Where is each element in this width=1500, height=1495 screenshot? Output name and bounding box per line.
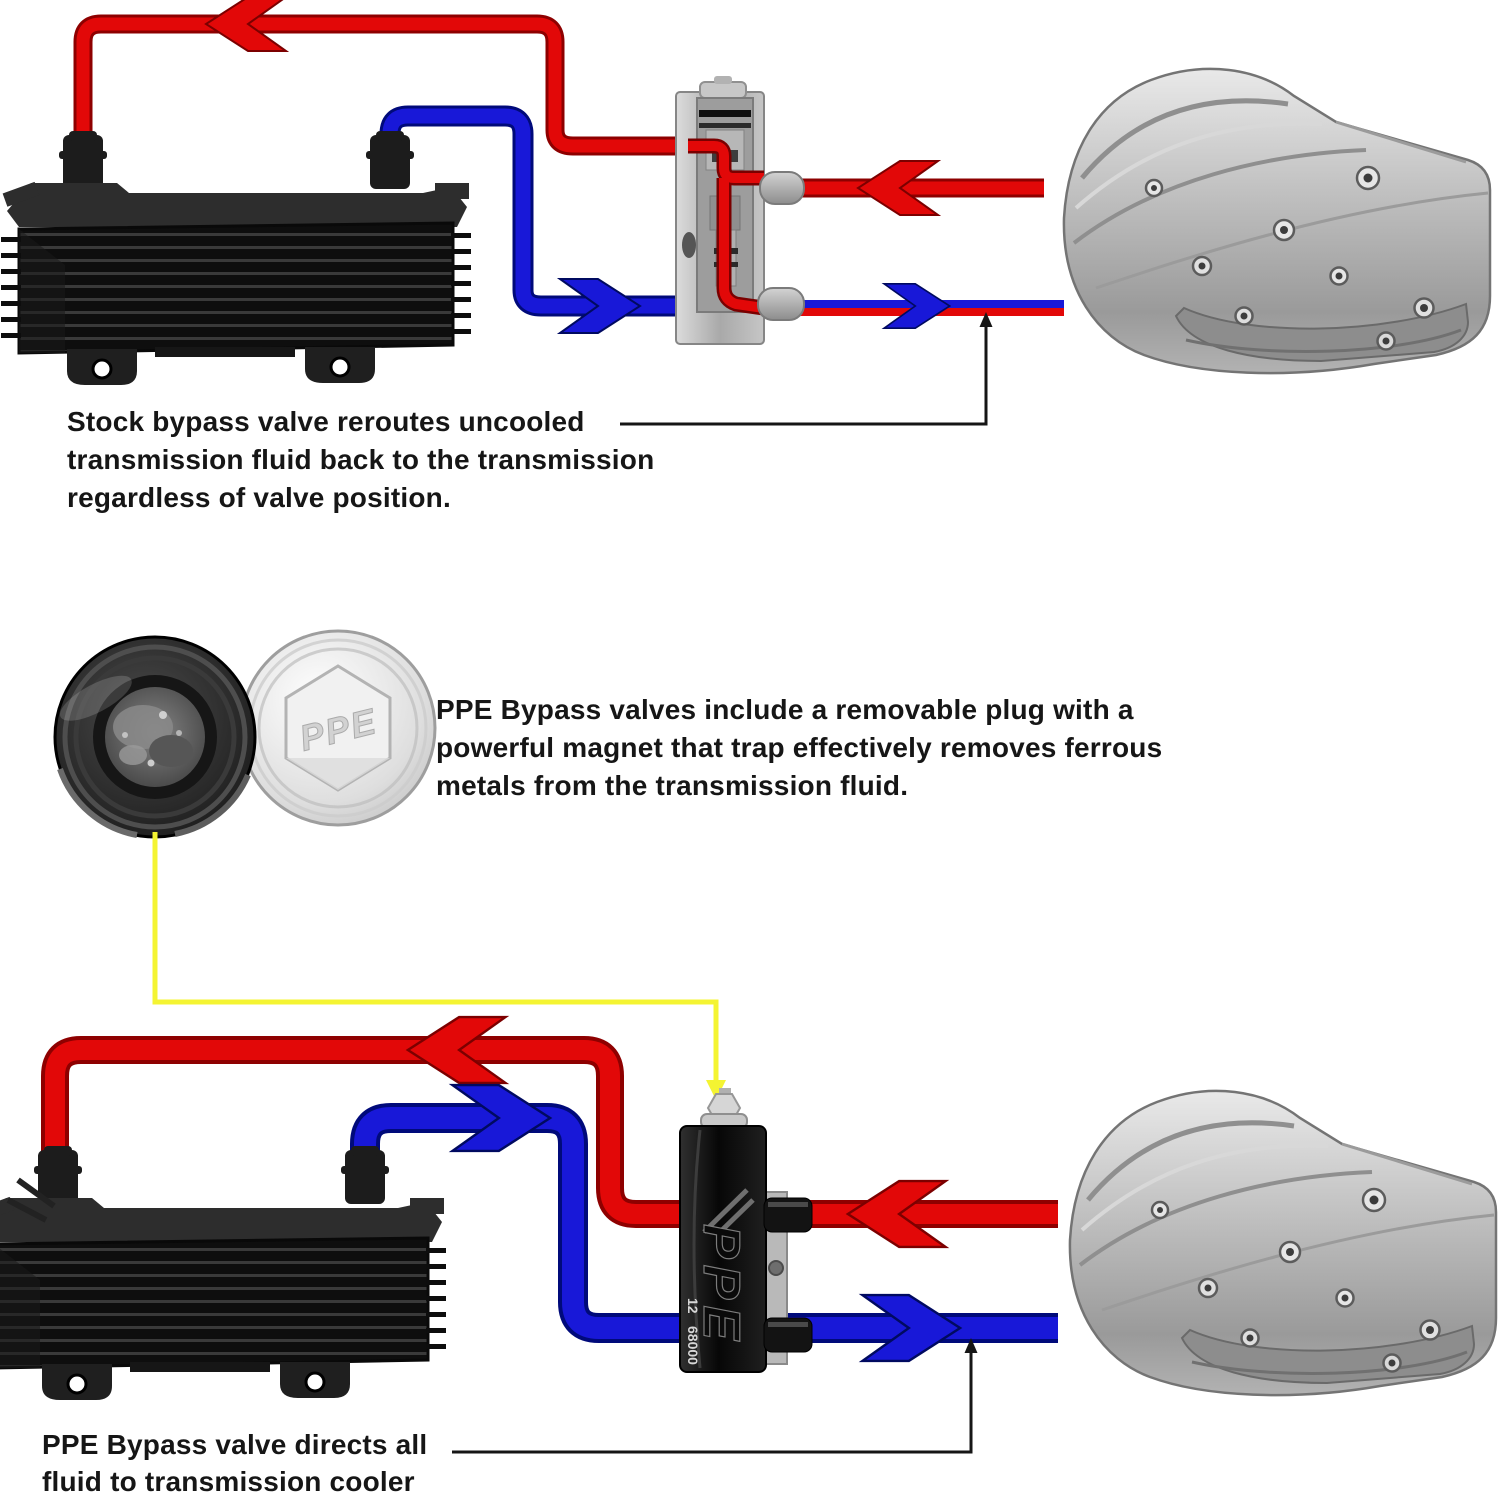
valve-port-fittings (763, 1197, 813, 1353)
stock-valve-caption: Stock bypass valve reroutes uncooled tra… (67, 403, 654, 517)
stock-bypass-valve (675, 76, 805, 345)
valve-brand-label: PPE (692, 1224, 750, 1346)
valve-magnet-plug (700, 1088, 748, 1129)
transmission-cooler-bottom (0, 1144, 448, 1402)
arrowhead-up-icon (964, 1338, 978, 1353)
ppe-magnet-plug-clean: PPE (239, 629, 437, 827)
arrowhead-up-icon (979, 312, 993, 327)
ppe-caption-pointer (452, 1338, 978, 1454)
arrowhead-down-icon (706, 1080, 726, 1100)
ppe-system-diagram: PPE 12 68000 (0, 1015, 1496, 1454)
magnet-plug-pointer (152, 832, 726, 1100)
caption-line: PPE Bypass valves include a removable pl… (436, 694, 1134, 725)
magnetic-plug-figure: PPE (53, 629, 726, 1100)
transmission-bottom (1070, 1091, 1496, 1395)
valve-port-hot (759, 171, 805, 205)
hot-line-bottom (41, 1036, 1058, 1228)
magnet-plug-with-shavings (53, 635, 257, 839)
stock-system-diagram (0, 0, 1490, 426)
transmission-cooler-top (0, 129, 473, 387)
caption-line: PPE Bypass valve directs all (42, 1429, 428, 1460)
transmission-top (1064, 69, 1490, 373)
valve-part-number-bottom: 68000 (685, 1326, 701, 1365)
cooled-line-top (379, 105, 766, 317)
cooled-line-bottom (350, 1103, 1058, 1343)
caption-line: regardless of valve position. (67, 482, 451, 513)
valve-part-number-top: 12 (685, 1298, 701, 1314)
caption-line: fluid to transmission cooler (42, 1466, 415, 1495)
bracket-clip (6, 1177, 56, 1223)
valve-mount-hole (682, 232, 696, 258)
ppe-bypass-valve: PPE 12 68000 (679, 1088, 813, 1373)
valve-port-return (757, 287, 805, 321)
caption-line: powerful magnet that trap effectively re… (436, 732, 1163, 763)
valve-internal-hot-path (688, 138, 772, 317)
hot-line-top (73, 14, 690, 156)
caption-line: transmission fluid back to the transmiss… (67, 444, 655, 475)
ppe-valve-caption: PPE Bypass valve directs all fluid to tr… (42, 1426, 427, 1495)
ppe-logo-slash-icon (702, 1188, 755, 1236)
magnet-plug-caption: PPE Bypass valves include a removable pl… (436, 691, 1162, 805)
caption-line: metals from the transmission fluid. (436, 770, 909, 801)
stock-caption-pointer (620, 312, 993, 426)
caption-line: Stock bypass valve reroutes uncooled (67, 406, 585, 437)
